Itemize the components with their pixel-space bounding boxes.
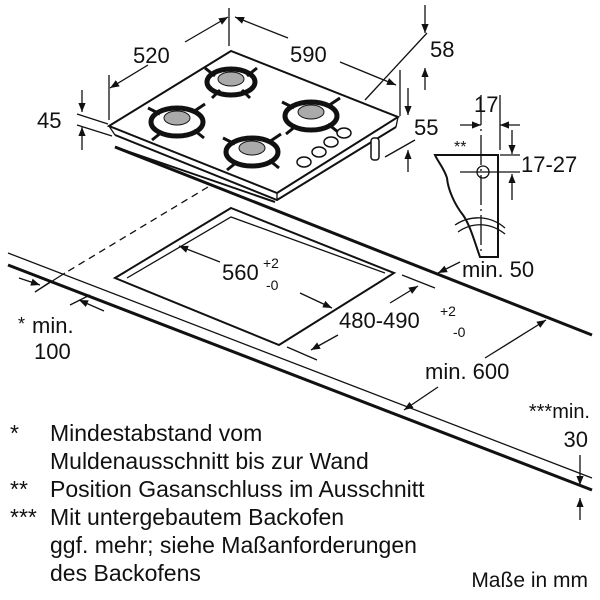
dim-connector-side: 55 — [414, 115, 438, 140]
worktop — [7, 145, 593, 492]
wall-min-marker: * — [18, 314, 25, 334]
burner-right — [281, 96, 341, 136]
dim-oven-min: ***min. 30 — [529, 401, 590, 452]
burner-front — [222, 132, 282, 172]
burner-left — [147, 102, 206, 142]
legend-text-3c: des Backofens — [50, 560, 201, 586]
worktop-cutout — [112, 206, 397, 347]
dim-hob-width: 590 — [290, 42, 327, 67]
wall-min-line2: 100 — [34, 339, 71, 364]
gas-connection-detail — [433, 95, 520, 258]
gas-hob — [106, 49, 401, 203]
gas-connector — [370, 137, 380, 161]
dim-gas-height: 17-27 — [521, 152, 577, 177]
cutout-width-value: 560 — [222, 260, 259, 285]
cutout-depth-tol-plus: +2 — [440, 303, 456, 319]
dim-cutout-width: 560 +2 -0 — [222, 255, 279, 293]
legend-marker-1: * — [10, 420, 19, 446]
dim-cutout-depth: 480-490 +2 -0 — [339, 303, 466, 340]
legend-text-3a: Mit untergebautem Backofen — [50, 504, 344, 530]
oven-min-line1: ***min. — [529, 401, 590, 423]
burner-back — [204, 66, 258, 100]
dimension-lines — [18, 5, 584, 520]
dim-hob-depth: 520 — [133, 43, 170, 68]
cutout-width-tol-minus: -0 — [266, 277, 279, 293]
dim-wall-min: * min. 100 — [18, 313, 74, 364]
dim-hob-height: 45 — [37, 108, 61, 133]
oven-min-line2: 30 — [564, 427, 588, 452]
legend-marker-3: *** — [10, 504, 37, 530]
cutout-width-tol-plus: +2 — [263, 255, 279, 271]
legend-text-3b: ggf. mehr; siehe Maßanforderungen — [50, 532, 417, 558]
dim-connector-rear: 58 — [430, 37, 454, 62]
legend-text-1b: Muldenausschnitt bis zur Wand — [50, 448, 369, 474]
dim-rear-min: min. 50 — [462, 257, 534, 282]
legend-text-2: Position Gasanschluss im Ausschnitt — [50, 476, 425, 502]
legend-text-1a: Mindestabstand vom — [50, 420, 262, 446]
cutout-depth-value: 480-490 — [339, 308, 420, 333]
cutout-depth-tol-minus: -0 — [453, 324, 466, 340]
control-knobs — [296, 127, 352, 168]
dim-gas-offset: 17 — [474, 92, 498, 117]
dim-worktop-depth: min. 600 — [425, 359, 509, 384]
units-note: Maße in mm — [471, 569, 588, 592]
gas-marker: ** — [454, 139, 466, 156]
wall-min-line1: min. — [32, 313, 74, 338]
legend-marker-2: ** — [10, 476, 28, 502]
footnote-legend: * Mindestabstand vom Muldenausschnitt bi… — [10, 420, 425, 586]
